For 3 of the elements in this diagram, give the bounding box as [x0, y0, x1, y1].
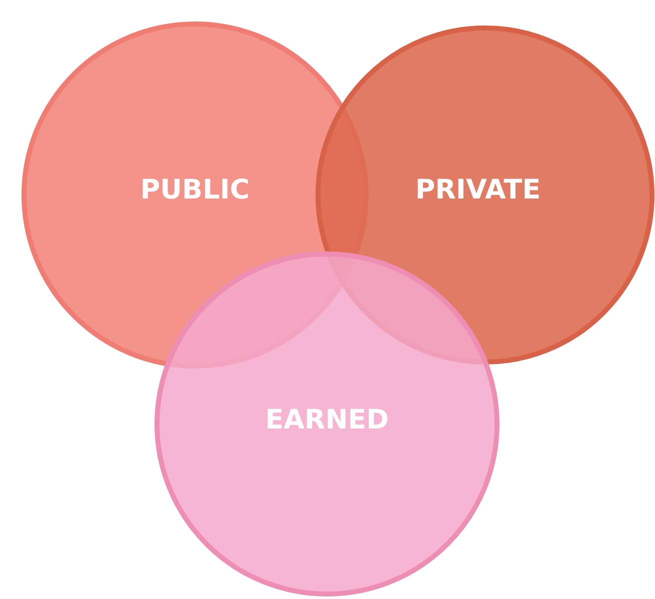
- circle-label: EARNED: [265, 404, 389, 436]
- circle-label: PUBLIC: [140, 174, 250, 206]
- circle-label: PRIVATE: [415, 174, 541, 206]
